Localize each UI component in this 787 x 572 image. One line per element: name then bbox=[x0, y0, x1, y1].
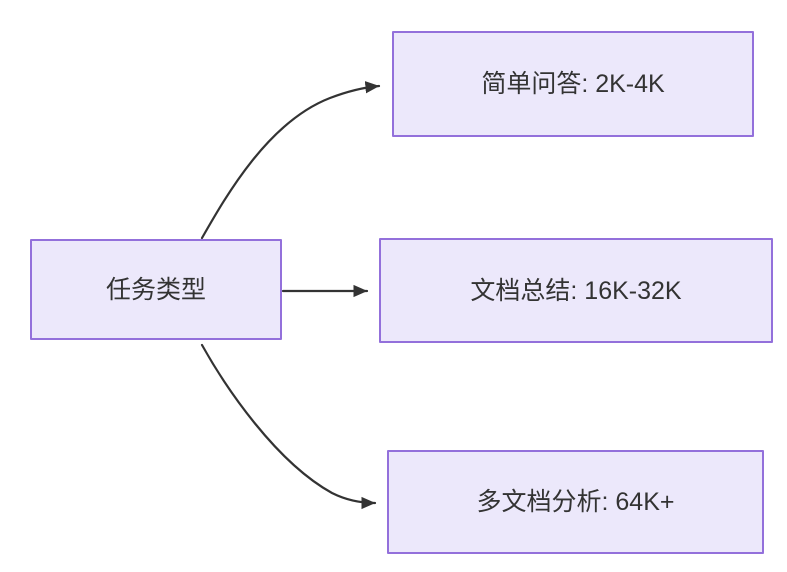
node-task-type-label: 任务类型 bbox=[105, 275, 206, 304]
edge-source-to-multi-doc bbox=[200, 343, 377, 510]
node-multi-doc[interactable]: 多文档分析: 64K+ bbox=[387, 450, 764, 554]
node-simple-qa[interactable]: 简单问答: 2K-4K bbox=[392, 31, 754, 137]
edge-source-to-simple-qa bbox=[200, 81, 381, 240]
node-task-type[interactable]: 任务类型 bbox=[30, 239, 282, 340]
node-simple-qa-label: 简单问答: 2K-4K bbox=[481, 70, 665, 98]
node-doc-summary[interactable]: 文档总结: 16K-32K bbox=[379, 238, 773, 343]
node-doc-summary-label: 文档总结: 16K-32K bbox=[470, 276, 682, 305]
node-multi-doc-label: 多文档分析: 64K+ bbox=[476, 488, 675, 516]
